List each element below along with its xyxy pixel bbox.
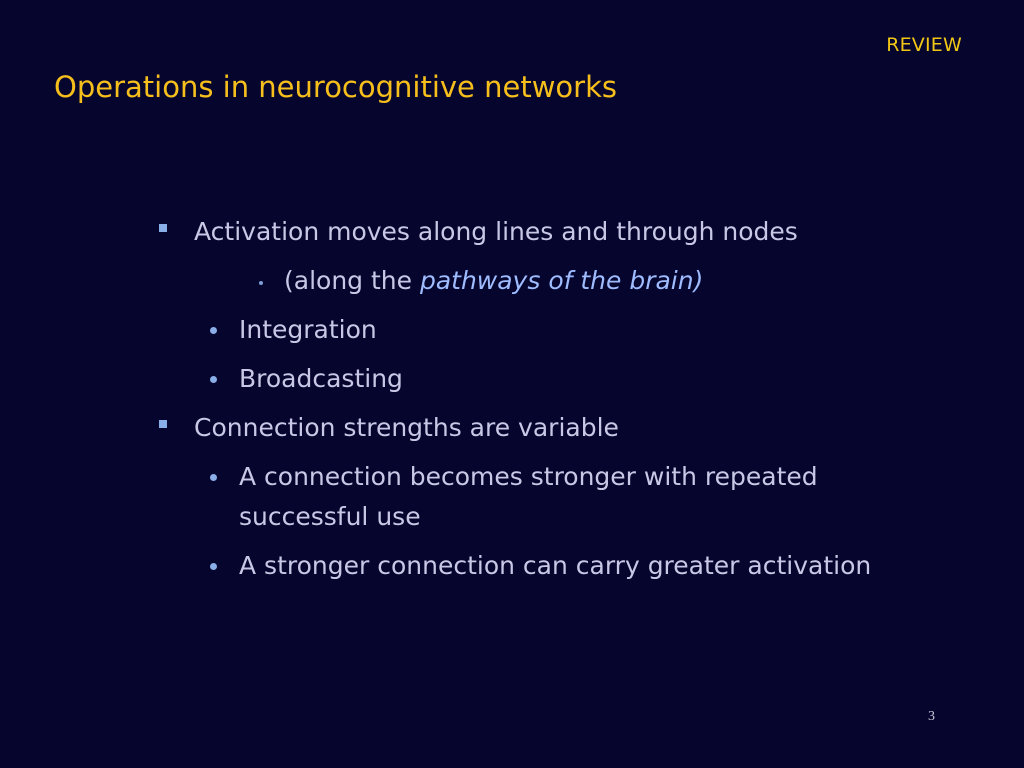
small-round-bullet-icon xyxy=(259,281,263,285)
sub-bullet-broadcasting: Broadcasting xyxy=(155,359,975,399)
page-number: 3 xyxy=(928,709,935,724)
round-bullet-icon xyxy=(210,327,217,334)
sub-bullet-emphasis: pathways of the brain) xyxy=(419,266,704,295)
sub-bullet-stronger-use: A connection becomes stronger with repea… xyxy=(155,457,975,537)
round-bullet-icon xyxy=(210,563,217,570)
slide-title: Operations in neurocognitive networks xyxy=(54,70,617,104)
sub-bullet-prefix: (along the xyxy=(284,266,420,295)
square-bullet-icon xyxy=(159,224,167,232)
sub-bullet-pathways: (along the pathways of the brain) xyxy=(155,261,975,301)
square-bullet-icon xyxy=(159,420,167,428)
sub-bullet-integration: Integration xyxy=(155,310,975,350)
sub-bullet-line-2: successful use xyxy=(239,502,421,531)
bullet-text: Connection strengths are variable xyxy=(194,413,619,442)
bullet-text: Activation moves along lines and through… xyxy=(194,217,798,246)
round-bullet-icon xyxy=(210,474,217,481)
bullet-item-connection-strengths: Connection strengths are variable xyxy=(155,408,975,448)
sub-bullet-text: Broadcasting xyxy=(239,364,403,393)
bullet-item-activation: Activation moves along lines and through… xyxy=(155,212,975,252)
bullet-list: Activation moves along lines and through… xyxy=(155,212,975,595)
sub-bullet-text: Integration xyxy=(239,315,377,344)
sub-bullet-text: A stronger connection can carry greater … xyxy=(239,551,872,580)
round-bullet-icon xyxy=(210,376,217,383)
sub-bullet-greater-activation: A stronger connection can carry greater … xyxy=(155,546,975,586)
review-label: REVIEW xyxy=(886,34,962,56)
sub-bullet-line-1: A connection becomes stronger with repea… xyxy=(239,462,818,491)
